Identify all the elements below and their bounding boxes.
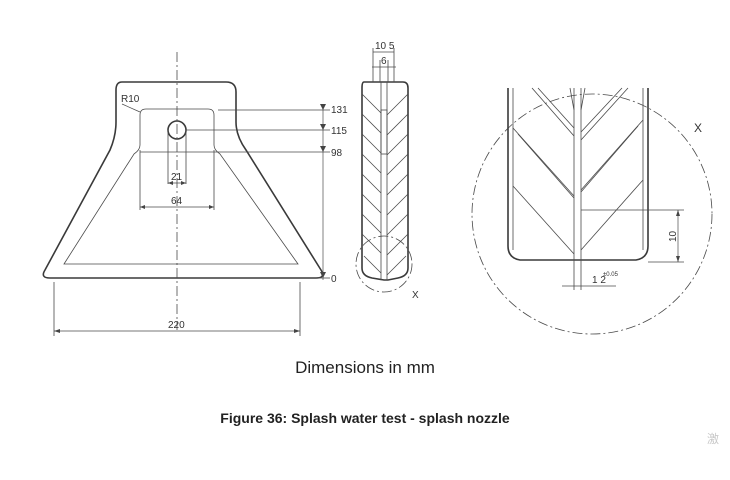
label-220: 220	[168, 320, 185, 331]
label-gap-tolerance: ±0.05	[603, 272, 619, 278]
detail-view-circle	[471, 93, 713, 335]
detail-label: X	[412, 290, 419, 301]
arrow-10-bottom	[676, 256, 680, 262]
label-10-5: 10 5	[375, 41, 395, 52]
arrow-98	[320, 146, 326, 152]
arrow-10-top	[676, 210, 680, 216]
arrow-21-right	[181, 181, 186, 185]
detail-circle	[355, 235, 413, 293]
detail-notch-right	[580, 87, 586, 111]
arrow-64-right	[209, 205, 214, 209]
label-r10: R10	[121, 94, 140, 105]
detail-view-label: X	[694, 121, 702, 135]
nozzle-inner-opening	[63, 108, 299, 265]
side-hatching	[361, 93, 409, 276]
label-21: 21	[171, 172, 183, 183]
arrow-115	[320, 124, 326, 130]
detail-outline	[507, 88, 649, 261]
label-98: 98	[331, 148, 343, 159]
label-0: 0	[331, 274, 337, 285]
detail-hatching	[512, 87, 644, 255]
watermark: 激	[707, 432, 720, 446]
front-view: 131 115 98 0 R10 21 64 220	[42, 52, 348, 336]
side-hole-slot	[380, 109, 388, 155]
label-6: 6	[381, 56, 387, 67]
side-outline	[361, 81, 409, 281]
arrow-64-left	[140, 205, 145, 209]
label-gap: 1 2	[592, 275, 606, 286]
radius-leader	[121, 103, 141, 113]
figure-caption: Figure 36: Splash water test - splash no…	[220, 410, 510, 426]
detail-x-view: 10 1 2 ±0.05 X	[471, 87, 713, 335]
arrow-220-right	[294, 329, 300, 333]
detail-notch-left	[569, 87, 575, 111]
units-caption: Dimensions in mm	[295, 358, 435, 377]
nozzle-outline	[42, 81, 324, 279]
arrow-131	[320, 104, 326, 110]
arrow-220-left	[54, 329, 60, 333]
label-131: 131	[331, 105, 348, 116]
arrow-21-left	[168, 181, 173, 185]
label-115: 115	[331, 126, 347, 137]
side-view: 10 5 6 X	[355, 41, 419, 301]
label-64: 64	[171, 196, 183, 207]
arrow-0	[320, 272, 326, 278]
label-10: 10	[668, 230, 679, 242]
